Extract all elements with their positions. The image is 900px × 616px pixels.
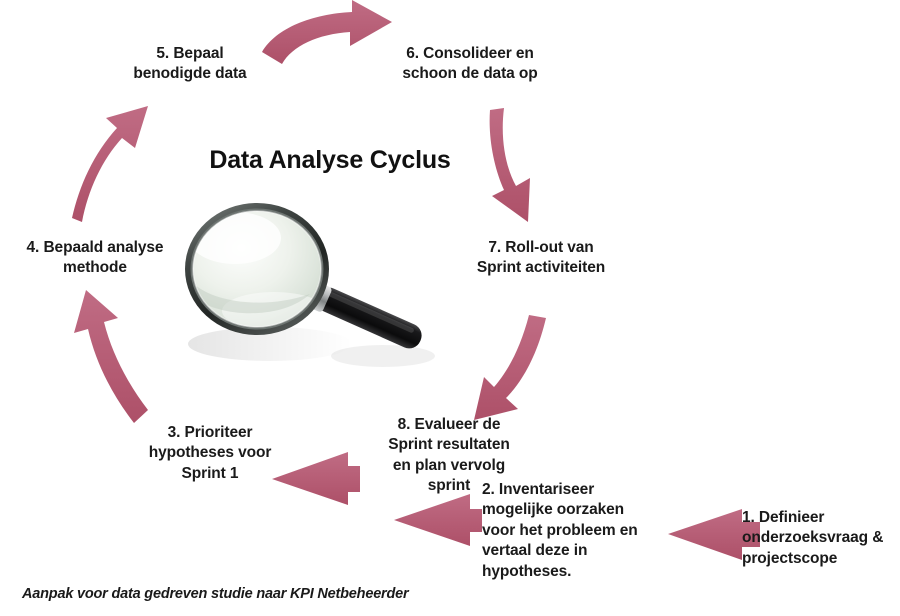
arrow-5-to-6: [262, 0, 392, 64]
arrow-4-to-5: [72, 106, 148, 222]
page-title: Data Analyse Cyclus: [209, 146, 451, 174]
arrow-1-to-2: [668, 509, 760, 560]
magnifying-glass-image: [178, 198, 468, 388]
step-label-2: 2. Inventariseer mogelijke oorzaken voor…: [482, 481, 638, 580]
step-label-4: 4. Bepaald analyse methode: [26, 239, 164, 277]
arrow-2-to-8: [394, 494, 482, 546]
arrow-8-to-3: [272, 452, 360, 505]
step-label-3: 3. Prioriteer hypotheses voor Sprint 1: [148, 424, 272, 482]
step-label-1: 1. Definieer onderzoeksvraag & projectsc…: [742, 509, 884, 567]
step-label-8: 8. Evalueer de Sprint resultaten en plan…: [388, 416, 510, 495]
step-label-7: 7. Roll-out van Sprint activiteiten: [476, 239, 606, 277]
step-label-5: 5. Bepaal benodigde data: [133, 45, 247, 83]
magnifying-glass-icon: [185, 203, 435, 367]
arrow-3-to-4: [74, 290, 148, 423]
step-label-6: 6. Consolideer en schoon de data op: [402, 45, 538, 83]
arrow-6-to-7: [489, 108, 530, 222]
arrow-7-to-8: [474, 315, 546, 420]
footer-caption: Aanpak voor data gedreven studie naar KP…: [22, 586, 409, 602]
